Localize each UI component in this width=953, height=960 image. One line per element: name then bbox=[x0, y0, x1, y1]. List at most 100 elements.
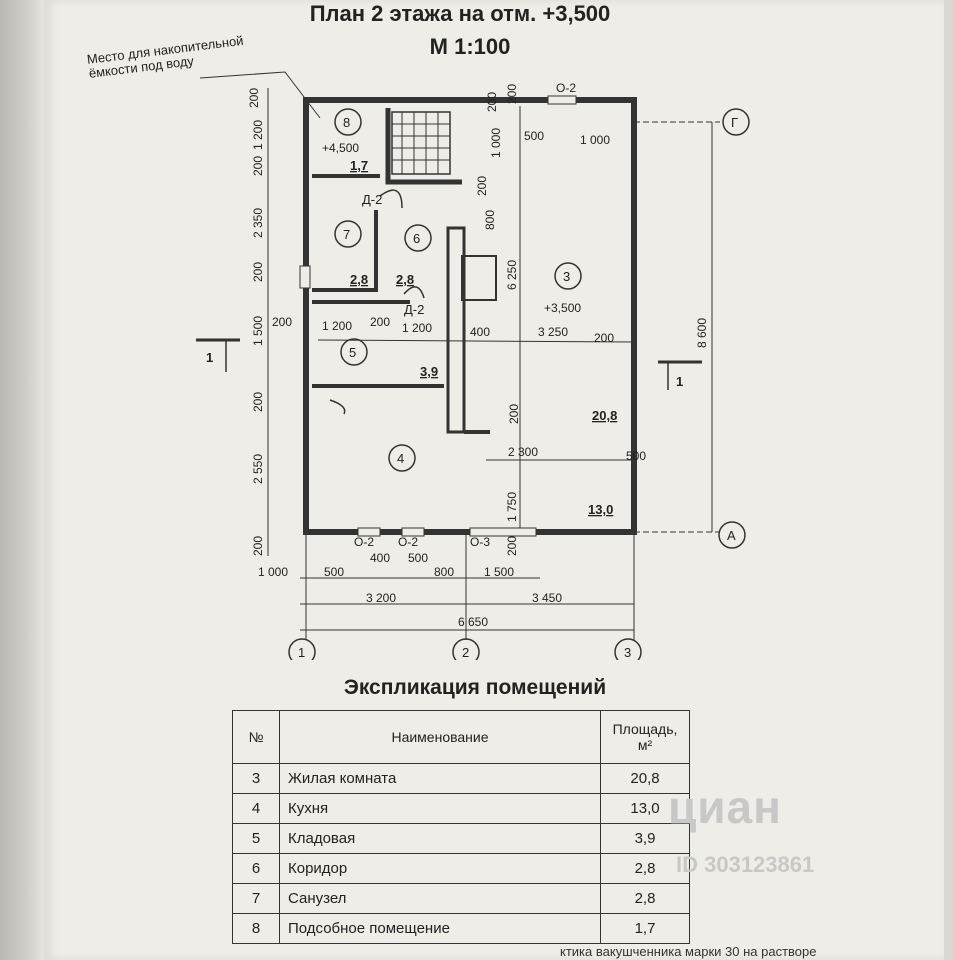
dim-left: 200 bbox=[251, 536, 265, 556]
area-7: 2,8 bbox=[350, 272, 368, 287]
window-label: О-2 bbox=[354, 535, 374, 549]
dim-inner: 1 000 bbox=[580, 133, 610, 147]
scale-label: М 1:100 bbox=[429, 34, 511, 59]
row-name: Кухня bbox=[279, 793, 601, 824]
explication-title: Экспликация помещений bbox=[343, 676, 607, 699]
dim-bottom: 3 450 bbox=[532, 591, 562, 605]
row-area: 3,9 bbox=[600, 823, 690, 854]
room-3-number: 3 bbox=[563, 269, 570, 284]
area-8: 1,7 bbox=[350, 158, 368, 173]
dim-inner: 500 bbox=[626, 449, 646, 463]
dim-bottom: 500 bbox=[408, 551, 428, 565]
row-num: 7 bbox=[232, 883, 280, 914]
row-area: 13,0 bbox=[600, 793, 690, 824]
area-4: 13,0 bbox=[588, 502, 613, 517]
room-4-number: 4 bbox=[397, 451, 404, 466]
dim-inner: 200 bbox=[505, 84, 519, 104]
axis-label-g: Г bbox=[731, 115, 738, 130]
dim-inner: 200 bbox=[475, 176, 489, 196]
dim-inner: 200 bbox=[485, 92, 499, 112]
row-area: 1,7 bbox=[600, 913, 690, 944]
dim-inner: 1 200 bbox=[402, 321, 432, 335]
dim-bottom: 1 000 bbox=[258, 565, 288, 579]
row-area: 20,8 bbox=[600, 763, 690, 794]
door-label: Д-2 bbox=[362, 192, 382, 207]
row-area: 2,8 bbox=[600, 883, 690, 914]
window-label: О-2 bbox=[556, 81, 576, 95]
area-5: 3,9 bbox=[420, 364, 438, 379]
dim-inner: 3 250 bbox=[538, 325, 568, 339]
level-3: +3,500 bbox=[544, 301, 581, 315]
section-mark-right: 1 bbox=[676, 374, 683, 389]
row-name: Жилая комната bbox=[279, 763, 601, 794]
header-area: Площадь, м² bbox=[600, 710, 690, 764]
dim-inner: 200 bbox=[507, 404, 521, 424]
dim-bottom: 400 bbox=[370, 551, 390, 565]
dim-left: 200 bbox=[251, 156, 265, 176]
row-name: Коридор bbox=[279, 853, 601, 884]
dim-left: 2 550 bbox=[251, 454, 265, 484]
dim-inner: 6 250 bbox=[505, 260, 519, 290]
door-label: Д-2 bbox=[404, 302, 424, 317]
floor-plan: 8 7 6 5 4 3 +4,500 +3,500 1,7 2,8 2,8 3,… bbox=[196, 71, 750, 660]
dim-inner: 1 000 bbox=[489, 128, 503, 158]
room-6-number: 6 bbox=[413, 231, 420, 246]
area-3: 20,8 bbox=[592, 408, 617, 423]
dim-inner: 200 bbox=[594, 331, 614, 345]
dim-inner: 1 200 bbox=[322, 319, 352, 333]
dim-left: 1 500 bbox=[251, 316, 265, 346]
row-name: Подсобное помещение bbox=[279, 913, 601, 944]
row-num: 3 bbox=[232, 763, 280, 794]
area-6: 2,8 bbox=[396, 272, 414, 287]
dim-bottom: 1 500 bbox=[484, 565, 514, 579]
row-area: 2,8 bbox=[600, 853, 690, 884]
axis-label-a: А bbox=[727, 528, 736, 543]
dim-bottom: 3 200 bbox=[366, 591, 396, 605]
level-8: +4,500 bbox=[322, 141, 359, 155]
section-mark-left: 1 bbox=[206, 350, 213, 365]
dim-bottom: 500 bbox=[324, 565, 344, 579]
row-num: 8 bbox=[232, 913, 280, 944]
binder-edge bbox=[0, 0, 44, 960]
dim-left: 200 bbox=[251, 262, 265, 282]
window-label: О-3 bbox=[470, 535, 490, 549]
room-5-number: 5 bbox=[349, 345, 356, 360]
table-header-row: № Наименование Площадь, м² bbox=[232, 710, 690, 764]
row-num: 4 bbox=[232, 793, 280, 824]
axis-label-3: 3 bbox=[624, 645, 631, 660]
row-num: 5 bbox=[232, 823, 280, 854]
row-name: Санузел bbox=[279, 883, 601, 914]
dim-left: 2 350 bbox=[251, 208, 265, 238]
row-name: Кладовая bbox=[279, 823, 601, 854]
dim-inner: 2 300 bbox=[508, 445, 538, 459]
watermark: циан bbox=[668, 781, 782, 833]
page-title: План 2 этажа на отм. +3,500 bbox=[309, 1, 611, 26]
axis-label-1: 1 bbox=[298, 645, 305, 660]
dim-inner: 400 bbox=[470, 325, 490, 339]
dim-bottom: 800 bbox=[434, 565, 454, 579]
room-8-number: 8 bbox=[343, 115, 350, 130]
dim-left: 200 bbox=[251, 392, 265, 412]
dim-inner: 200 bbox=[505, 536, 519, 556]
dim-left: 200 bbox=[247, 88, 261, 108]
dim-inner: 800 bbox=[483, 210, 497, 230]
room-7-number: 7 bbox=[343, 227, 350, 242]
dim-right: 8 600 bbox=[695, 318, 709, 348]
watermark-id: ID 303123861 bbox=[676, 852, 815, 877]
axis-label-2: 2 bbox=[462, 645, 469, 660]
row-num: 6 bbox=[232, 853, 280, 884]
header-name: Наименование bbox=[279, 710, 601, 764]
window-label: О-2 bbox=[398, 535, 418, 549]
header-num: № bbox=[232, 710, 280, 764]
footer-fragment: ктика вакушченника марки 30 на растворе bbox=[560, 944, 817, 959]
dim-left: 1 200 bbox=[251, 120, 265, 150]
dim-inner: 200 bbox=[370, 315, 390, 329]
dim-inner: 1 750 bbox=[505, 492, 519, 522]
